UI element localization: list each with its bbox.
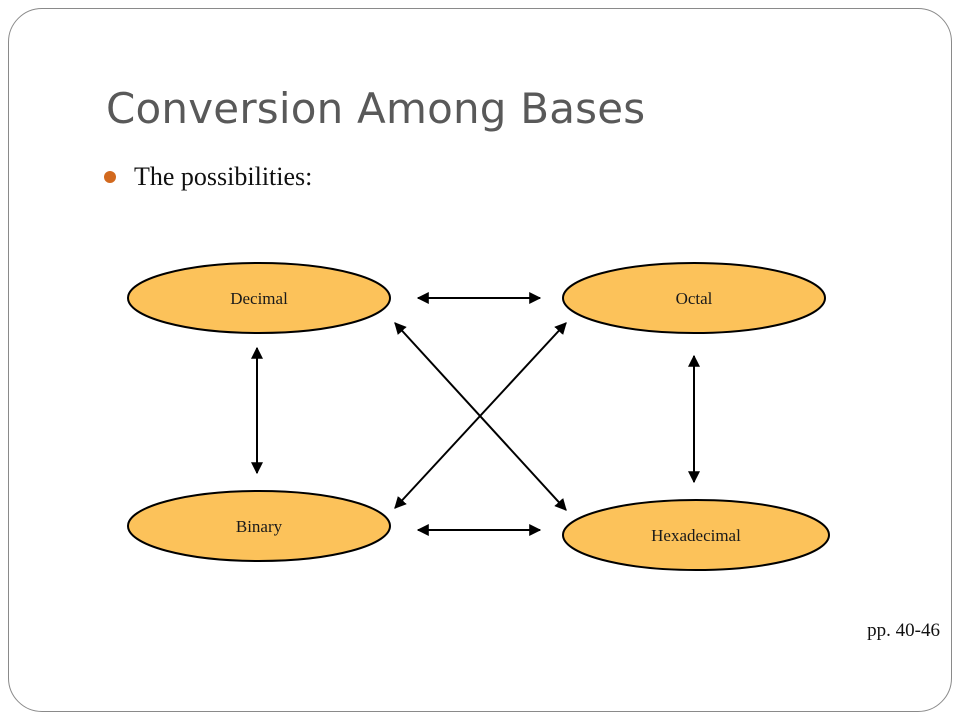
- page-reference: pp. 40-46: [867, 620, 940, 641]
- node-decimal: Decimal: [127, 262, 391, 334]
- node-hexadecimal: Hexadecimal: [562, 499, 830, 571]
- bullet-icon: [104, 171, 116, 183]
- bullet-text: The possibilities:: [134, 162, 313, 191]
- node-binary-label: Binary: [236, 517, 283, 536]
- node-hexadecimal-label: Hexadecimal: [651, 526, 741, 545]
- node-binary: Binary: [127, 490, 391, 562]
- node-decimal-label: Decimal: [230, 289, 288, 308]
- arrow-octal-binary: [394, 322, 567, 509]
- node-octal-label: Octal: [676, 289, 713, 308]
- bullet-item: The possibilities:: [104, 162, 312, 192]
- node-octal: Octal: [562, 262, 826, 334]
- slide-title: Conversion Among Bases: [106, 84, 646, 133]
- slide-frame: [8, 8, 952, 712]
